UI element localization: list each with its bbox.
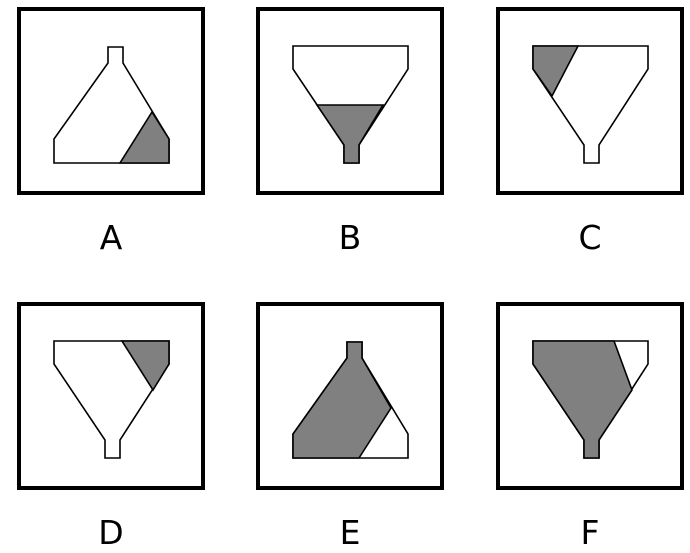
option-d-panel[interactable] [17,302,205,490]
funnel-e-figure [292,341,409,459]
option-d-label: D [98,513,124,552]
funnel-d-figure [53,340,170,459]
option-e-panel[interactable] [256,302,444,490]
funnel-c-figure [532,45,649,164]
option-b-label: B [338,218,362,257]
option-b-panel[interactable] [256,7,444,195]
option-c-panel[interactable] [496,7,684,195]
option-e-label: E [339,513,361,552]
option-f-panel[interactable] [496,302,684,490]
option-a-panel[interactable] [17,7,205,195]
option-a-label: A [99,218,123,257]
funnel-a-figure [53,46,170,164]
funnel-b-figure [292,45,409,164]
funnel-f-figure [532,340,649,459]
option-c-label: C [578,218,602,257]
option-f-label: F [580,513,600,552]
